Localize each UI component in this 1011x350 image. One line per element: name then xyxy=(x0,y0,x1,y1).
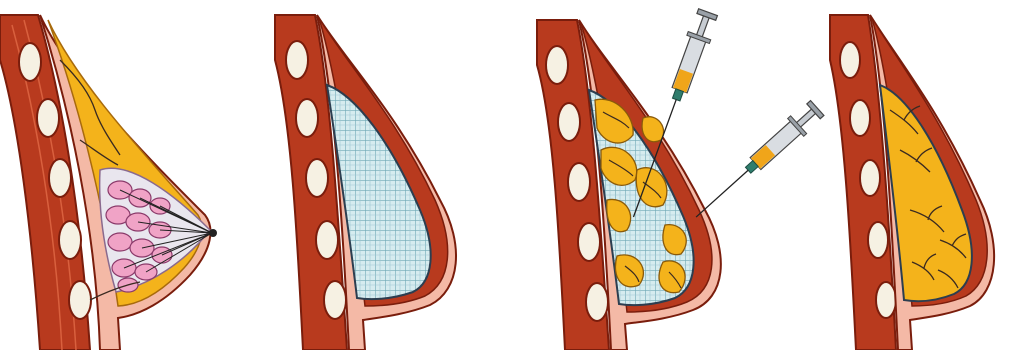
natural-breast-figure xyxy=(0,0,240,350)
fat-grafting-figure xyxy=(525,0,825,350)
nipple xyxy=(209,229,217,237)
panel-natural-breast xyxy=(0,0,240,350)
needle-hub xyxy=(672,89,683,101)
panel-reconstructed-breast xyxy=(820,0,1011,350)
needle xyxy=(696,170,748,217)
reconstructed-breast-figure xyxy=(820,0,1011,350)
tissue-expander-figure xyxy=(255,0,485,350)
panel-fat-grafting xyxy=(525,0,825,350)
panel-tissue-expander xyxy=(255,0,485,350)
syringe-lower xyxy=(688,99,825,226)
